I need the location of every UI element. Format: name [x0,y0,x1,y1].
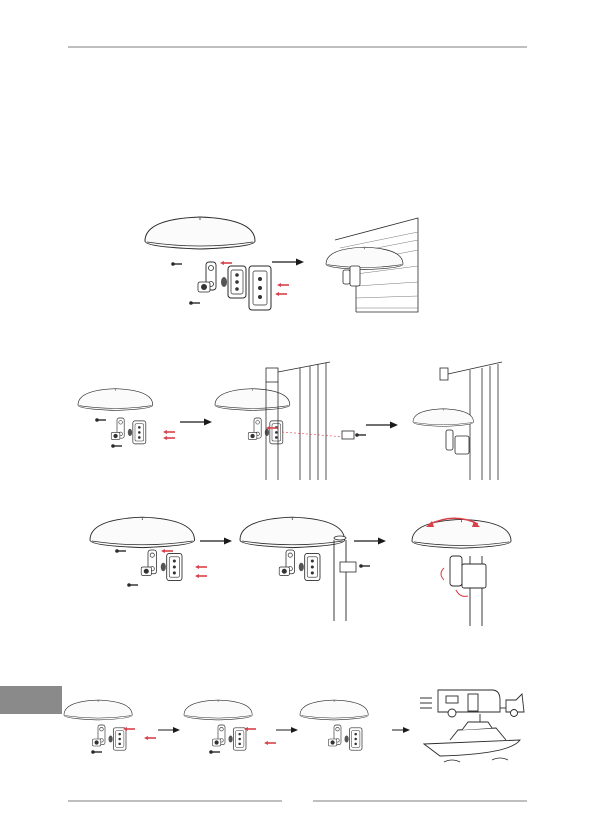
figure-wall-mount [145,217,418,312]
figure-vehicle-marine-mount [64,690,524,762]
figure-pole-mount [90,517,511,626]
figure-fence-mount [78,362,502,480]
